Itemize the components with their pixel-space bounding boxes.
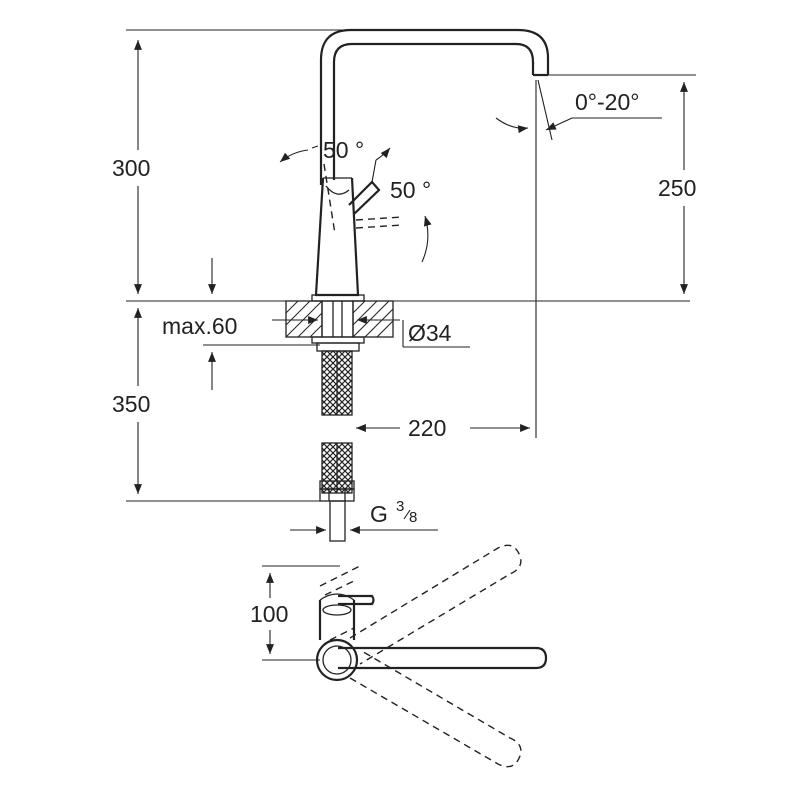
dim-max-thickness: max.60 [162,258,320,390]
dim-handle-angles: 50 ° 50 ° [279,137,432,263]
spout-inner [332,42,535,180]
dim-connection-thread: G 3 8 [290,498,438,534]
dim-plan-offset: 100 [250,565,340,661]
label-angle-1: 50 ° [323,137,364,163]
spout-position-center [338,646,548,670]
label-connection-letter: G [370,501,388,527]
spout-position-lower [349,649,522,768]
label-220: 220 [408,415,446,441]
faucet-elevation [311,28,550,302]
dim-below-deck: 350 [112,308,320,502]
dim-spout-height: 250 [548,74,696,294]
label-350: 350 [112,391,150,417]
dim-total-height: 300 [112,29,350,294]
label-max-thickness: max.60 [162,313,237,339]
label-300: 300 [112,155,150,181]
plan-body-ring-inner [322,645,352,675]
label-250: 250 [658,175,696,201]
label-angle-2: 50 ° [390,177,431,203]
spout-position-upper [349,544,522,665]
faucet-body [314,177,360,297]
supply-hoses [319,350,355,542]
label-100: 100 [250,601,288,627]
label-connection-num: 3 [396,498,404,515]
plan-lever [338,594,375,606]
lever-handle [348,180,381,215]
label-spout-tilt: 0°-20° [575,89,639,115]
spout-outer [319,28,550,185]
label-hole-diameter: Ø34 [408,320,452,346]
dim-hole-diameter: Ø34 [272,316,470,348]
dim-spout-tilt: 0°-20° [495,79,662,438]
dim-projection: 220 [356,415,530,441]
countertop-section [126,300,690,352]
faucet-plan-view [315,544,548,768]
label-connection-den: 8 [409,509,417,526]
